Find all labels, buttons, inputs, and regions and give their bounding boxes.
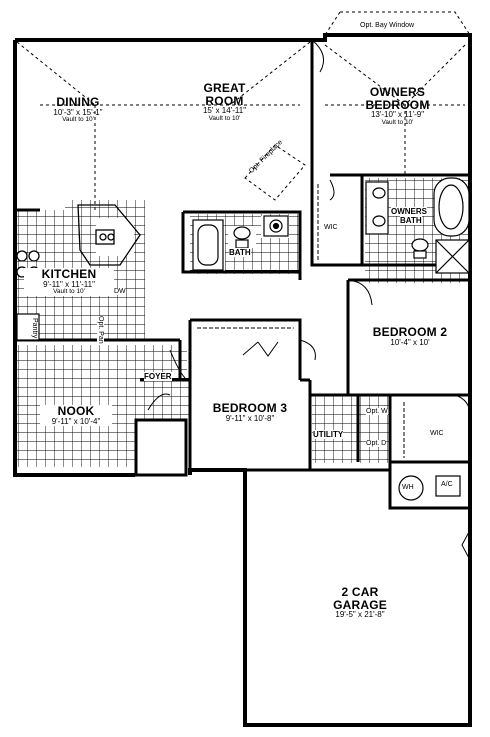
dining-dims: 10'-3" x 15'-1" bbox=[53, 107, 103, 117]
kitchen-note: Vault to 10' bbox=[53, 287, 85, 295]
bedroom3-label: BEDROOM 3 9'-11" x 10'-8" bbox=[200, 402, 300, 423]
owners-bedroom-name2: BEDROOM bbox=[365, 97, 430, 112]
kitchen-counter bbox=[77, 204, 141, 266]
owners-bath-label-1: OWNERS bbox=[391, 207, 427, 216]
door-swings bbox=[147, 39, 471, 561]
nook-label: NOOK 9'-11" x 10'-4" bbox=[40, 405, 112, 426]
opt-w-label: Opt. W bbox=[366, 408, 388, 415]
great-room-label: GREAT ROOM 15' x 14'-11" Vault to 10' bbox=[182, 82, 267, 122]
bay-window-label: Opt. Bay Window bbox=[360, 22, 415, 29]
wic-bed2-label: WIC bbox=[430, 430, 444, 437]
garage-dims: 19'-5" x 21'-8" bbox=[335, 610, 385, 620]
utility-tile bbox=[312, 395, 390, 463]
great-room-note: Vault to 10' bbox=[208, 114, 241, 122]
dining-label: DINING 10'-3" x 15'-1" Vault to 10' bbox=[38, 96, 118, 124]
bedroom3-dims: 9'-11" x 10'-8" bbox=[225, 413, 275, 423]
bath-fixtures bbox=[192, 215, 289, 271]
kitchen-dims: 9'-11" x 11'-11" bbox=[43, 279, 95, 289]
ac-label: A/C bbox=[441, 481, 453, 488]
garage-name2: GARAGE bbox=[333, 597, 387, 612]
kitchen-name: KITCHEN bbox=[41, 267, 97, 281]
pantry-label: Pantry bbox=[31, 318, 38, 339]
owners-bedroom-label: OWNERS BEDROOM 13'-10" x 11'-9" Vault to… bbox=[350, 86, 445, 126]
utility-label: UTILITY bbox=[313, 430, 344, 439]
owners-bedroom-dims: 13'-10" x 11'-9" bbox=[370, 110, 425, 120]
owners-bath-label-2: BATH bbox=[400, 216, 422, 225]
great-room-dims: 15' x 14'-11" bbox=[202, 106, 247, 116]
foyer-tile bbox=[140, 378, 190, 418]
bedroom2-name: BEDROOM 2 bbox=[372, 325, 448, 339]
interior-walls bbox=[17, 40, 470, 510]
opt-pan-label: Opt. Pan bbox=[97, 316, 104, 344]
great-room-name: GREAT bbox=[203, 81, 246, 95]
nook-dims: 9'-11" x 10'-4" bbox=[51, 416, 101, 426]
bedroom2-label: BEDROOM 2 10'-4" x 10' bbox=[365, 326, 455, 347]
bedroom2-dims: 10'-4" x 10' bbox=[390, 337, 430, 347]
dining-name: DINING bbox=[56, 95, 100, 109]
wic-owner-label: WIC bbox=[324, 224, 338, 231]
dw-label: DW bbox=[114, 288, 126, 295]
owners-bath-fixtures bbox=[365, 177, 470, 274]
vault-lines bbox=[16, 11, 471, 210]
owners-bedroom-name: OWNERS bbox=[369, 85, 426, 99]
garage-label: 2 CAR GARAGE 19'-5" x 21'-8" bbox=[310, 586, 410, 620]
bath-label: BATH bbox=[229, 248, 251, 257]
foyer-label: FOYER bbox=[144, 372, 172, 381]
utility-equipment bbox=[398, 475, 461, 501]
kitchen-label: KITCHEN 9'-11" x 11'-11" Vault to 10' bbox=[24, 268, 114, 296]
closet-shelves bbox=[197, 184, 405, 458]
dining-note: Vault to 10' bbox=[62, 115, 94, 123]
nook-name: NOOK bbox=[57, 404, 95, 418]
great-room-name2: ROOM bbox=[205, 93, 244, 108]
bedroom3-name: BEDROOM 3 bbox=[212, 401, 288, 415]
owners-bedroom-note: Vault to 10' bbox=[381, 118, 414, 126]
opt-d-label: Opt. D bbox=[366, 440, 387, 447]
wh-label: WH bbox=[402, 484, 414, 491]
garage-name: 2 CAR bbox=[341, 585, 379, 599]
